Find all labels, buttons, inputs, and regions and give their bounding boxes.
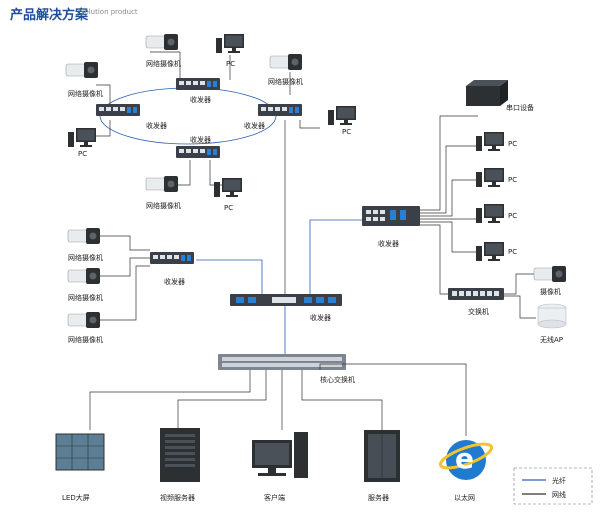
left-cam-label-2: 网络摄像机: [68, 293, 103, 302]
ethernet-label: 以太网: [454, 493, 475, 502]
legend: 光纤 网线: [513, 467, 593, 505]
ring-tx-label-2: 收发器: [190, 95, 211, 104]
ring-pc-label-1: PC: [78, 150, 87, 158]
ring-pc-3-icon: [328, 106, 356, 125]
right-pc-1-icon: [476, 132, 504, 151]
svg-text:e: e: [455, 442, 474, 475]
right-pc-label-3: PC: [508, 212, 517, 220]
video-server-icon: [160, 428, 200, 482]
ring-camera-2-icon: [145, 33, 179, 51]
right-links: [309, 115, 536, 319]
ring-camera-4-icon: [145, 175, 179, 193]
right-pc-label-2: PC: [508, 176, 517, 184]
serial-device-icon: [466, 80, 508, 106]
internet-icon: e: [438, 440, 494, 480]
ring-transceiver-bottom: [176, 146, 220, 158]
ring-cam-label-4: 网络摄像机: [146, 201, 181, 210]
right-transceiver: [362, 206, 420, 226]
ring-tx-label-3: 收发器: [244, 121, 265, 130]
right-pc-label-1: PC: [508, 140, 517, 148]
left-camera-3-icon: [67, 311, 101, 329]
ring-cam-label-1: 网络摄像机: [68, 89, 103, 98]
client-label: 客户端: [264, 493, 285, 502]
legend-net: 网线: [552, 490, 566, 499]
core-switch-label: 核心交换机: [320, 375, 355, 384]
right-camera-icon: [533, 265, 567, 283]
center-transceiver: [230, 294, 342, 306]
right-tx-label: 收发器: [378, 239, 399, 248]
ring-pc-label-2: PC: [226, 60, 235, 68]
led-label: LED大屏: [62, 493, 90, 502]
video-server-label: 视频服务器: [160, 493, 195, 502]
ring-pc-2-icon: [216, 34, 244, 53]
server-label: 服务器: [368, 493, 389, 502]
left-camera-2-icon: [67, 267, 101, 285]
left-cam-label-1: 网络摄像机: [68, 253, 103, 262]
right-pc-2-icon: [476, 168, 504, 187]
right-pc-label-4: PC: [508, 248, 517, 256]
ring-transceiver-top: [176, 78, 220, 90]
camera-label: 摄像机: [540, 287, 561, 296]
ring-cam-label-2: 网络摄像机: [146, 59, 181, 68]
ring-pc-1-icon: [68, 128, 96, 147]
left-transceiver: [150, 252, 194, 264]
right-pc-3-icon: [476, 204, 504, 223]
switch-label: 交换机: [468, 307, 489, 316]
core-switch-icon: [218, 354, 346, 370]
page-title: 产品解决方案: [10, 8, 89, 23]
left-links: [100, 235, 263, 321]
legend-fiber: 光纤: [552, 476, 566, 485]
page-subtitle: Solution product: [80, 8, 138, 16]
client-pc-icon: [252, 432, 308, 478]
left-tx-label: 收发器: [164, 277, 185, 286]
server-rack-icon: [364, 430, 400, 482]
center-tx-label: 收发器: [310, 313, 331, 322]
wireless-ap-icon: [537, 303, 567, 329]
ring-cam-label-3: 网络摄像机: [268, 77, 303, 86]
ring-camera-3-icon: [269, 53, 303, 71]
ring-camera-1-icon: [65, 61, 99, 79]
core-links: [89, 363, 467, 436]
ring-pc-label-3: PC: [342, 128, 351, 136]
left-camera-1-icon: [67, 227, 101, 245]
right-pc-4-icon: [476, 242, 504, 261]
ring-transceiver-left: [96, 104, 140, 116]
ring-pc-4-icon: [214, 178, 242, 197]
left-cam-label-3: 网络摄像机: [68, 335, 103, 344]
serial-label: 串口设备: [506, 103, 534, 112]
ring-tx-label-1: 收发器: [146, 121, 167, 130]
led-wall-icon: [55, 433, 105, 471]
ring-transceiver-right: [258, 104, 302, 116]
wap-label: 无线AP: [540, 335, 563, 344]
ring-pc-label-4: PC: [224, 204, 233, 212]
small-switch-icon: [448, 288, 504, 300]
ring-tx-label-4: 收发器: [190, 135, 211, 144]
